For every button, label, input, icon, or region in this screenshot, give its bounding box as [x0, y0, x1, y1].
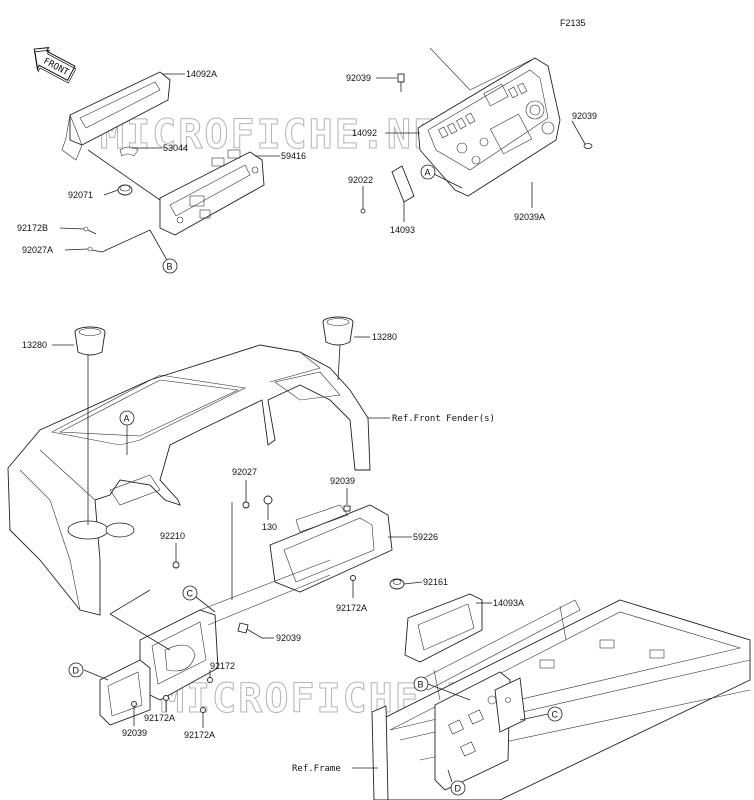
svg-text:A: A: [124, 414, 130, 424]
part-92172A-mid: 92172A: [336, 603, 367, 613]
watermark-top: MICROFICHE.NET: [100, 112, 465, 158]
lower-bracket-assembly: [99, 559, 331, 726]
part-14093: 14093: [390, 225, 415, 235]
svg-text:C: C: [552, 710, 559, 720]
part-14092: 14092: [352, 128, 377, 138]
part-92039A: 92039A: [514, 212, 545, 222]
callout-A-main: A: [119, 410, 135, 455]
leaders-top-right: [362, 77, 586, 222]
part-92172A-low2: 92172A: [184, 730, 215, 740]
svg-text:B: B: [418, 680, 424, 690]
svg-text:B: B: [167, 262, 173, 272]
leaders-frame: [352, 683, 549, 783]
front-arrow-icon: FRONT: [33, 47, 77, 84]
part-92172: 92172: [210, 661, 235, 671]
callout-D-left: D: [68, 662, 84, 678]
frame-assembly: [371, 599, 751, 800]
part-92210: 92210: [160, 531, 185, 541]
part-14092A: 14092A: [186, 69, 217, 79]
instrument-panel-assembly: [360, 47, 593, 214]
part-130: 130: [262, 522, 277, 532]
part-53044: 53044: [163, 143, 188, 153]
leaders-center: [175, 480, 423, 600]
meter-cover-assembly: [61, 71, 265, 253]
svg-text:D: D: [73, 666, 80, 676]
part-92039-right: 92039: [572, 111, 597, 121]
leaders-top-left: [59, 73, 280, 263]
part-92039-mid: 92039: [330, 476, 355, 486]
part-13280-left: 13280: [22, 340, 47, 350]
callout-C-left: C: [182, 585, 198, 601]
part-92039-bot: 92039: [122, 728, 147, 738]
part-59226: 59226: [413, 532, 438, 542]
part-92027A: 92027A: [22, 245, 53, 255]
part-92039-low: 92039: [276, 633, 301, 643]
callout-B-frame: B: [413, 676, 429, 692]
part-92039-top: 92039: [346, 73, 371, 83]
leaders-lower-left: [83, 589, 274, 728]
part-92071: 92071: [68, 190, 93, 200]
part-92027: 92027: [232, 467, 257, 477]
ref-front-fender: Ref.Front Fender(s): [392, 414, 495, 424]
part-92172B: 92172B: [17, 223, 48, 233]
lower-cover-14093A: [404, 593, 492, 663]
callout-D-frame: D: [450, 780, 466, 796]
callout-A-top: A: [420, 164, 436, 180]
figure-code: F2135: [560, 18, 586, 28]
part-92022: 92022: [348, 175, 373, 185]
cup-holder-left: [74, 326, 106, 356]
part-14093A: 14093A: [493, 598, 524, 608]
part-92172A-low1: 92172A: [144, 713, 175, 723]
ref-frame: Ref.Frame: [292, 764, 341, 774]
callout-B-top: B: [162, 258, 178, 274]
part-92161: 92161: [423, 577, 448, 587]
callout-C-frame: C: [547, 706, 563, 722]
dashboard-body: [7, 344, 371, 616]
cup-holder-right: [322, 316, 354, 346]
center-panel-assembly: [172, 495, 405, 593]
svg-text:A: A: [425, 168, 431, 178]
part-13280-right: 13280: [372, 332, 397, 342]
svg-text:C: C: [187, 589, 194, 599]
svg-text:D: D: [455, 784, 462, 794]
part-59416: 59416: [281, 151, 306, 161]
